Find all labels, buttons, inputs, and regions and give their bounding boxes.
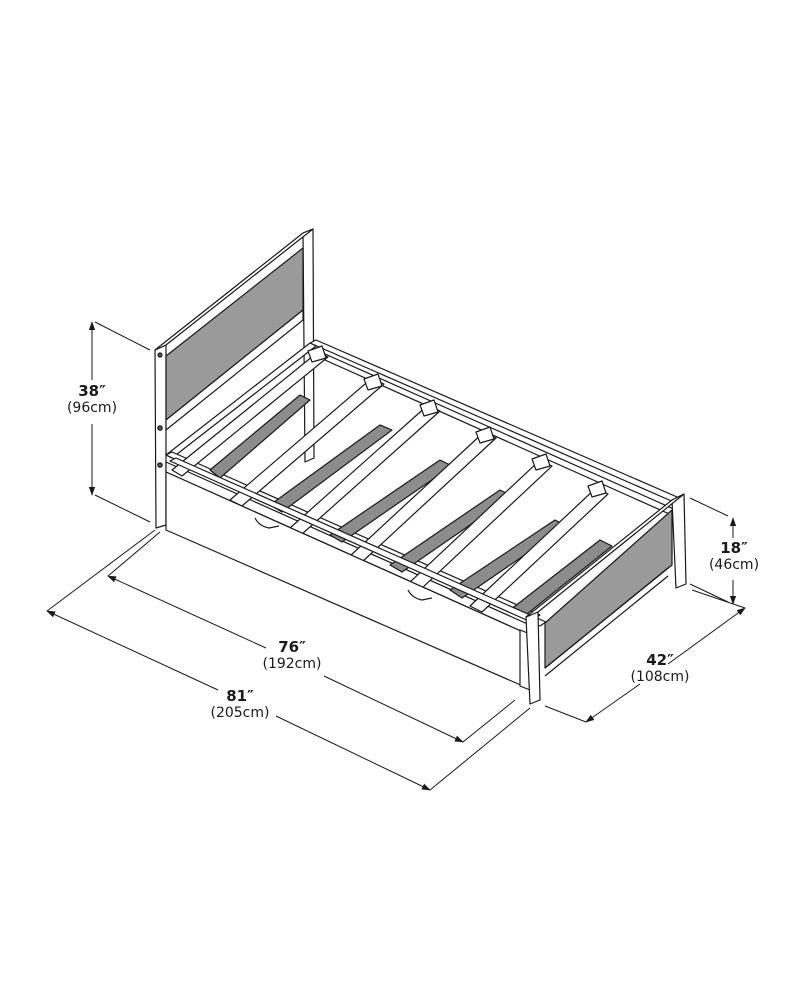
headboard-height-metric: (96cm) xyxy=(66,400,118,417)
overall-width-imperial: 42″ xyxy=(646,651,674,669)
overall-length-imperial: 81″ xyxy=(226,687,254,705)
dimension-headboard-height: 38″ (96cm) xyxy=(52,382,132,417)
headboard-height-imperial: 38″ xyxy=(78,382,106,400)
dimension-lines xyxy=(46,321,746,791)
dimension-overall-length: 81″ (205cm) xyxy=(200,687,280,722)
dimension-inner-length: 76″ (192cm) xyxy=(252,638,332,673)
footboard-height-metric: (46cm) xyxy=(708,557,760,574)
footboard xyxy=(525,493,687,705)
dimension-overall-width: 42″ (108cm) xyxy=(618,651,702,686)
overall-length-metric: (205cm) xyxy=(210,705,270,722)
headboard xyxy=(154,228,315,529)
inner-length-imperial: 76″ xyxy=(278,638,306,656)
inner-length-metric: (192cm) xyxy=(262,656,322,673)
overall-width-metric: (108cm) xyxy=(630,669,690,686)
slats xyxy=(171,345,609,613)
dimension-footboard-height: 18″ (46cm) xyxy=(694,539,774,574)
footboard-height-imperial: 18″ xyxy=(720,539,748,557)
